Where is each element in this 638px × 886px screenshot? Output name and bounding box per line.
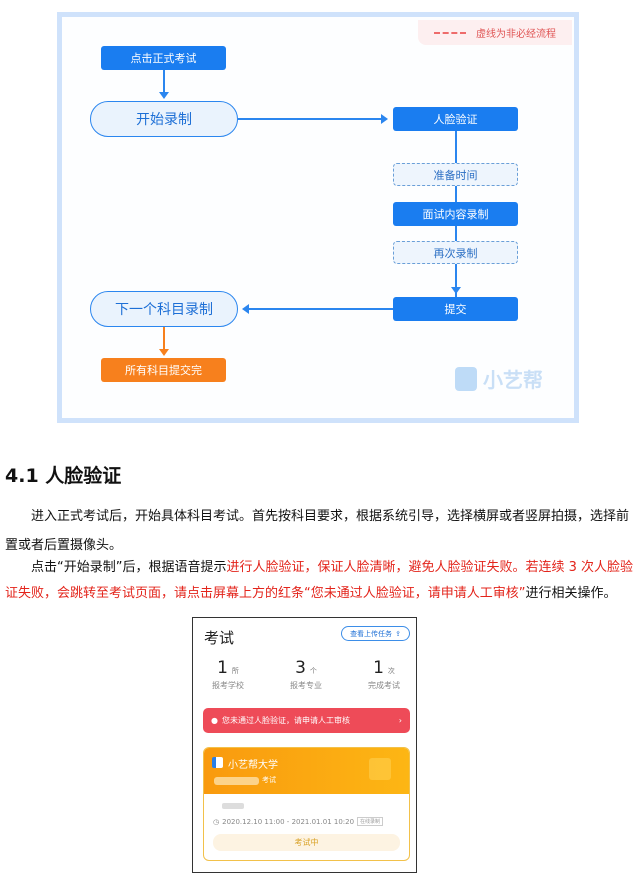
- connector: [238, 118, 381, 120]
- play-icon: [369, 758, 391, 780]
- node-re-record: 再次录制: [393, 241, 518, 264]
- node-all-submitted: 所有科目提交完: [101, 358, 226, 382]
- blurred-info: [222, 803, 244, 809]
- arrow-left-icon: [242, 304, 249, 314]
- arrow-right-icon: [381, 114, 388, 124]
- node-next-subject: 下一个科目录制: [90, 291, 238, 327]
- section-heading: 4.1 人脸验证: [5, 465, 122, 487]
- card-header: 小艺帮大学 考试: [204, 748, 409, 794]
- logo-icon: [455, 366, 477, 391]
- arrow-down-icon: [159, 349, 169, 356]
- connector: [249, 308, 393, 310]
- watermark-logo: 小艺帮: [455, 364, 543, 393]
- dashed-line-icon: [434, 31, 466, 34]
- connector: [163, 327, 165, 349]
- paragraph-2: 点击“开始录制”后，根据语音提示进行人脸验证，保证人脸清晰，避免人脸验证失败。若…: [5, 560, 634, 601]
- school-logo-icon: [212, 757, 223, 768]
- chevron-right-icon: ›: [398, 716, 402, 725]
- node-start-record: 开始录制: [90, 101, 238, 137]
- upload-tasks-button[interactable]: 查看上传任务⇪: [341, 626, 410, 641]
- blurred-exam-name: [214, 777, 259, 785]
- paragraph-1: 进入正式考试后，开始具体科目考试。首先按科目要求，根据系统引导，选择横屏或者竖屏…: [5, 509, 630, 553]
- node-submit: 提交: [393, 297, 518, 321]
- arrow-down-icon: [159, 92, 169, 99]
- clock-icon: ◷: [213, 817, 220, 826]
- exam-time-row: ◷2020.12.10 11:00 - 2021.01.01 10:20 在线录…: [213, 817, 384, 826]
- upload-icon: ⇪: [395, 629, 401, 638]
- node-face-verify: 人脸验证: [393, 107, 518, 131]
- node-prepare-time: 准备时间: [393, 163, 518, 186]
- node-click-exam: 点击正式考试: [101, 46, 226, 70]
- exam-card[interactable]: 小艺帮大学 考试 ◷2020.12.10 11:00 - 2021.01.01 …: [203, 747, 410, 861]
- face-verify-failed-alert[interactable]: ●您未通过人脸验证，请申请人工审核›: [203, 708, 410, 733]
- node-interview-record: 面试内容录制: [393, 202, 518, 226]
- phone-title: 考试: [204, 629, 235, 647]
- arrow-down-icon: [451, 287, 461, 294]
- alert-icon: ●: [211, 716, 218, 725]
- flowchart-legend: 虚线为非必经流程: [418, 20, 572, 45]
- connector: [163, 70, 165, 92]
- exam-status-button[interactable]: 考试中: [213, 834, 400, 851]
